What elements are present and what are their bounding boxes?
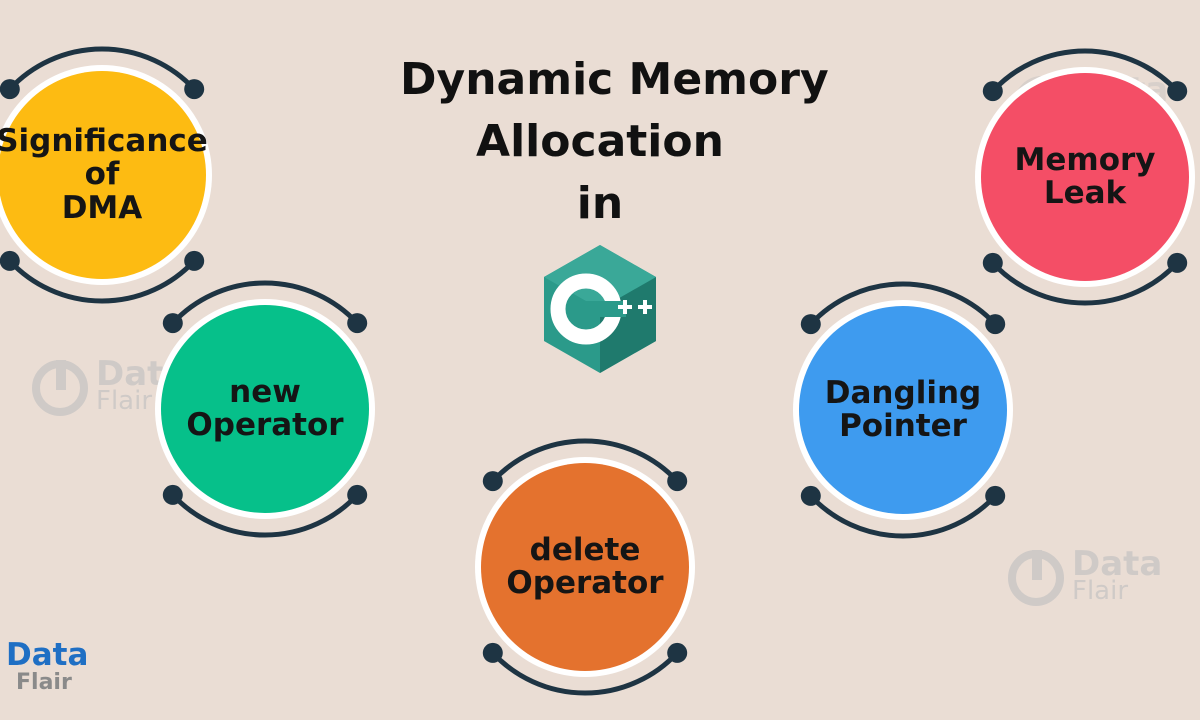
dataflair-brand-logo: Data Flair <box>6 640 88 694</box>
node-label-line: new <box>229 373 301 410</box>
node-label-line: of <box>84 156 120 193</box>
arc-end-dot <box>667 471 688 492</box>
brand-text-2: Flair <box>16 670 72 695</box>
brand-text-1: Data <box>6 637 89 673</box>
node-label-line: Memory <box>1014 141 1156 178</box>
title-line-1: Dynamic Memory <box>400 54 829 105</box>
node-label-line: Operator <box>506 564 664 601</box>
arc-end-dot <box>0 250 20 271</box>
node-significance <box>0 46 212 304</box>
title-line-3: in <box>576 178 624 229</box>
node-label-line: Significance <box>0 122 208 159</box>
dataflair-logo-icon <box>32 360 88 416</box>
arc-bottom <box>990 260 1180 306</box>
arc-end-dot <box>184 250 205 271</box>
arc-top <box>990 48 1180 94</box>
arc-top <box>490 438 680 484</box>
arc-bottom <box>490 650 680 696</box>
node-dangling <box>793 281 1013 539</box>
arc-top <box>170 280 360 326</box>
arc-end-dot <box>162 484 183 505</box>
arc-end-dot <box>982 81 1003 102</box>
node-new <box>155 280 375 538</box>
dataflair-logo-icon <box>1008 550 1064 606</box>
arc-end-dot <box>800 485 821 506</box>
node-circle <box>161 305 369 513</box>
arc-end-dot <box>482 642 503 663</box>
arc-end-dot <box>985 485 1006 506</box>
arc-end-dot <box>985 314 1006 335</box>
node-circle <box>0 71 206 279</box>
arc-top <box>808 281 998 327</box>
arc-end-dot <box>162 313 183 334</box>
arc-end-dot <box>1167 81 1188 102</box>
node-label-line: delete <box>529 531 641 568</box>
arc-end-dot <box>1167 252 1188 273</box>
watermark-text-2: Flair <box>1072 575 1129 606</box>
node-circle <box>799 306 1007 514</box>
arc-end-dot <box>347 484 368 505</box>
arc-end-dot <box>482 471 503 492</box>
arc-end-dot <box>0 79 20 100</box>
arc-end-dot <box>800 314 821 335</box>
node-circle <box>981 73 1189 281</box>
node-label-line: DMA <box>61 189 143 226</box>
node-label-line: Operator <box>186 406 344 443</box>
node-label-line: Dangling <box>824 374 982 411</box>
title-line-2: Allocation <box>476 116 724 167</box>
node-circle <box>481 463 689 671</box>
cpp-hexagon-icon <box>544 245 656 373</box>
arc-bottom <box>7 258 197 304</box>
node-label-line: Pointer <box>839 407 967 444</box>
arc-end-dot <box>347 313 368 334</box>
arc-bottom <box>170 492 360 538</box>
arc-end-dot <box>667 642 688 663</box>
watermark-text-1: Data <box>1072 544 1163 584</box>
arc-bottom <box>808 493 998 539</box>
node-delete <box>475 438 695 696</box>
node-label-line: Leak <box>1043 174 1127 211</box>
watermark-bottom-right: Data Flair <box>1006 546 1162 606</box>
arc-end-dot <box>184 79 205 100</box>
arc-end-dot <box>982 252 1003 273</box>
node-leak <box>975 48 1195 306</box>
watermark-text-2: Flair <box>96 385 153 416</box>
arc-top <box>7 46 197 92</box>
